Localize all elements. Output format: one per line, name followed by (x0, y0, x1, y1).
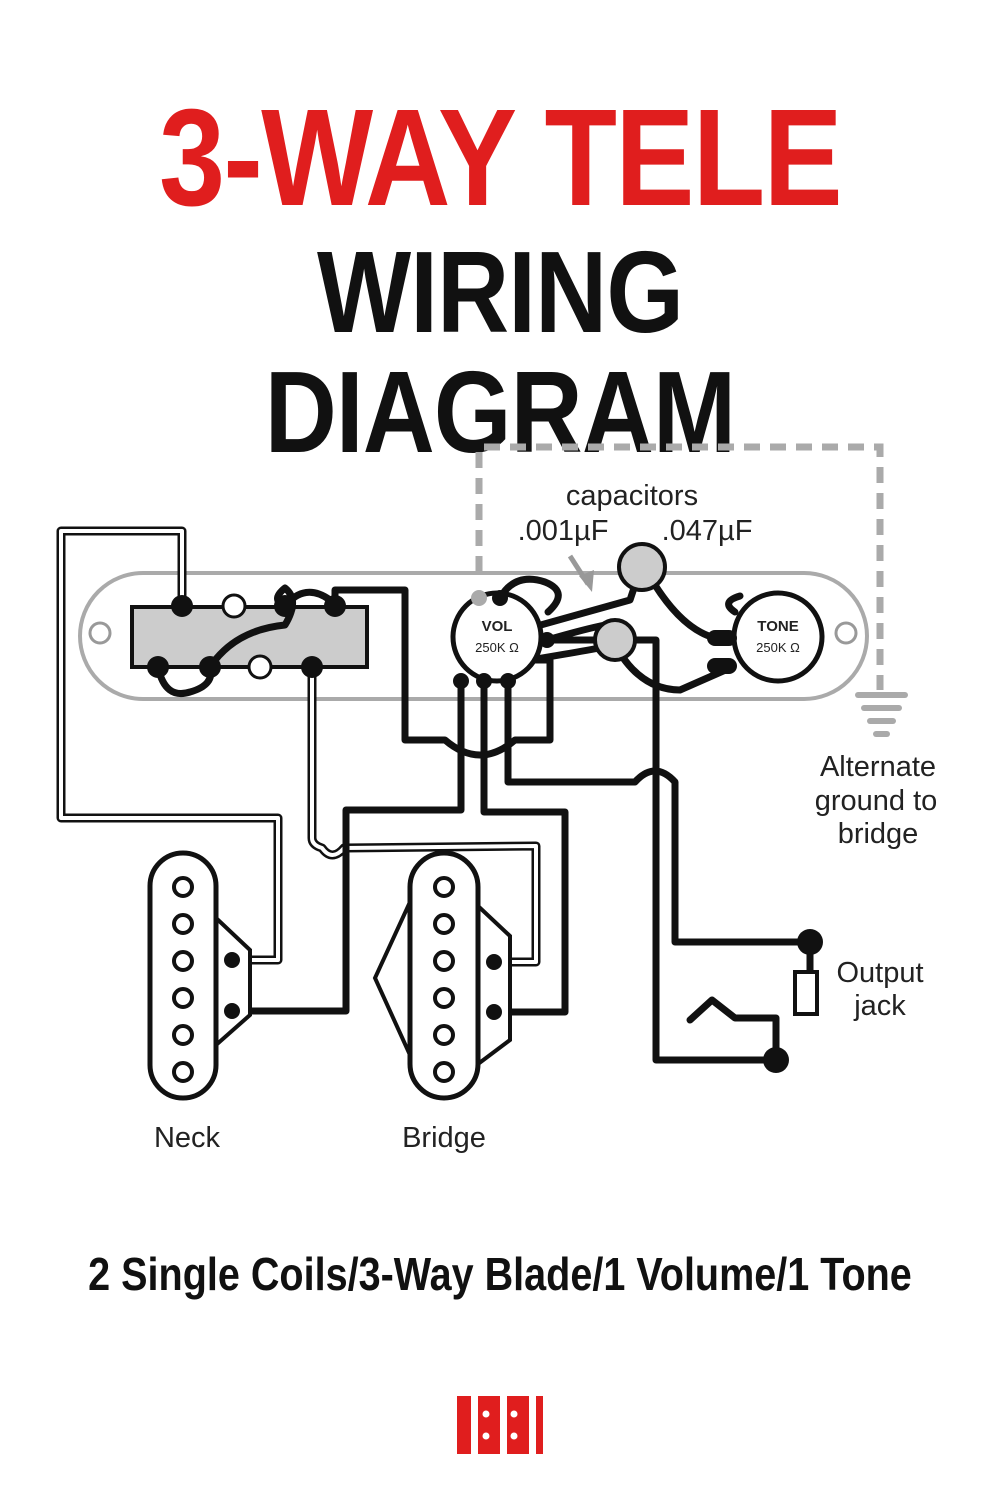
neck-label: Neck (154, 1122, 221, 1154)
vol-label: VOL (482, 618, 513, 635)
volume-pot: VOL 250K Ω (450, 590, 555, 689)
jack-label-line-1: Output (836, 957, 923, 989)
capacitor-001-label: .001µF (518, 515, 609, 547)
capacitors (567, 542, 667, 662)
ground-symbol (855, 692, 908, 737)
vol-value: 250K Ω (475, 640, 519, 655)
switch-lugs (147, 593, 346, 680)
ground-label-line-1: Alternate (820, 751, 936, 783)
output-jack (763, 929, 823, 1073)
brand-logo (457, 1396, 543, 1454)
alternate-ground-wire (475, 443, 884, 690)
plate-screw-right (834, 621, 858, 645)
tone-label: TONE (757, 618, 798, 635)
bridge-pickup (372, 850, 512, 1101)
capacitors-label: capacitors (566, 480, 698, 512)
tone-value: 250K Ω (756, 640, 800, 655)
ground-label-line-2: ground to (815, 785, 938, 817)
title-line-1: 3-WAY TELE (159, 81, 843, 235)
capacitor-047-label: .047µF (662, 515, 753, 547)
subtitle: 2 Single Coils/3-Way Blade/1 Volume/1 To… (88, 1248, 912, 1300)
capacitor-047 (617, 542, 667, 592)
ground-label-line-3: bridge (838, 818, 919, 850)
title-line-2: WIRING DIAGRAM (264, 227, 736, 477)
bridge-label: Bridge (402, 1122, 486, 1154)
plate-screw-left (88, 621, 112, 645)
neck-pickup-white-wire (56, 526, 283, 965)
neck-pickup (147, 850, 252, 1101)
tone-pot: TONE 250K Ω (707, 590, 825, 684)
capacitor-001 (593, 618, 637, 662)
jack-label-line-2: jack (853, 990, 906, 1022)
